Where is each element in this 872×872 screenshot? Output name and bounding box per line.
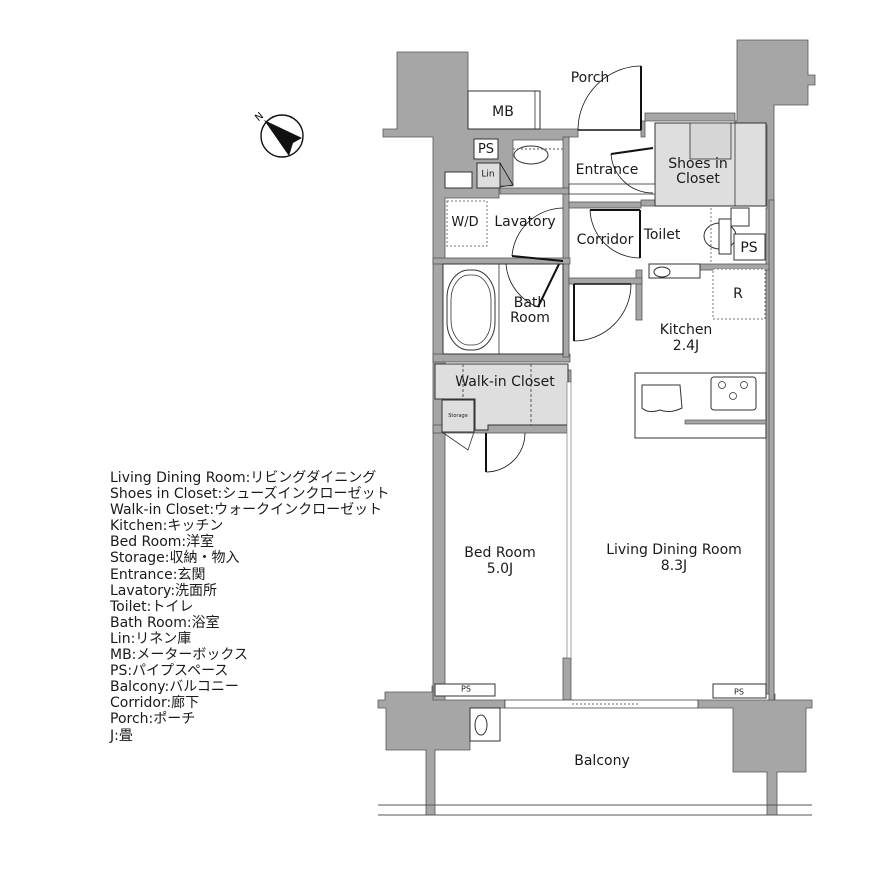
room-label-mb: MB [492, 104, 514, 120]
room-label-living-dining-room: Living Dining Room 8.3J [606, 542, 742, 574]
exterior-walls [377, 39, 816, 816]
living-dining-size: 8.3J [660, 558, 688, 574]
legend-item: Shoes in Closet:シューズインクローゼット [110, 486, 390, 503]
bath-room-line2: Room [510, 310, 550, 326]
kitchen-name: Kitchen [659, 322, 713, 338]
room-label-bath-room: Bath Room [510, 296, 550, 326]
room-label-entrance: Entrance [575, 162, 639, 178]
room-label-bed-room: Bed Room 5.0J [464, 545, 535, 577]
shoes-closet-line1: Shoes in [668, 156, 728, 172]
room-label-refrigerator: R [733, 286, 743, 302]
bed-room-size: 5.0J [486, 561, 514, 577]
room-label-ps-bottom-right: PS [734, 687, 744, 697]
legend-item: Lavatory:洗面所 [110, 582, 218, 599]
room-label-ps-top: PS [477, 142, 495, 157]
room-label-storage: Storage [448, 413, 468, 419]
shoes-closet-line2: Closet [676, 171, 720, 187]
room-label-ps-toilet: PS [740, 240, 758, 256]
legend-item: Entrance:玄関 [110, 566, 206, 583]
room-label-walk-in-closet: Walk-in Closet [455, 374, 555, 390]
room-label-lavatory: Lavatory [494, 214, 556, 230]
legend-item: Walk-in Closet:ウォークインクローゼット [110, 502, 383, 519]
svg-text:N: N [253, 111, 266, 124]
bed-room-name: Bed Room [464, 545, 536, 561]
living-dining-name: Living Dining Room [606, 542, 742, 558]
north-arrow-icon: N [253, 111, 304, 158]
legend: Living Dining Room:リビングダイニング Shoes in Cl… [110, 470, 390, 744]
room-label-porch: Porch [570, 70, 610, 86]
legend-item: Lin:リネン庫 [110, 630, 192, 647]
legend-item: Balcony:バルコニー [110, 679, 239, 696]
doors [485, 65, 654, 473]
room-label-toilet: Toilet [643, 227, 681, 243]
legend-item: Corridor:廊下 [110, 695, 200, 712]
room-label-ps-bottom-left: PS [461, 684, 471, 694]
kitchen-size: 2.4J [672, 338, 700, 354]
legend-item: MB:メーターボックス [110, 647, 248, 664]
room-label-kitchen: Kitchen 2.4J [660, 322, 713, 354]
legend-item: Porch:ポーチ [110, 711, 196, 728]
legend-item: Living Dining Room:リビングダイニング [110, 470, 377, 486]
legend-item: Kitchen:キッチン [110, 518, 224, 535]
room-label-shoes-in-closet: Shoes in Closet [668, 157, 727, 187]
room-label-balcony: Balcony [574, 753, 630, 769]
room-label-wd: W/D [451, 215, 479, 230]
legend-item: Storage:収納・物入 [110, 550, 240, 567]
room-label-lin: Lin [481, 169, 495, 180]
legend-item: J:畳 [110, 727, 133, 744]
legend-item: Bath Room:浴室 [110, 614, 220, 631]
legend-item: PS:パイプスペース [110, 663, 229, 680]
room-label-corridor: Corridor [576, 232, 634, 248]
room-fills [378, 90, 812, 816]
legend-item: Bed Room:洋室 [110, 534, 215, 551]
legend-item: Toilet:トイレ [110, 598, 194, 615]
bath-room-line1: Bath [513, 295, 547, 311]
